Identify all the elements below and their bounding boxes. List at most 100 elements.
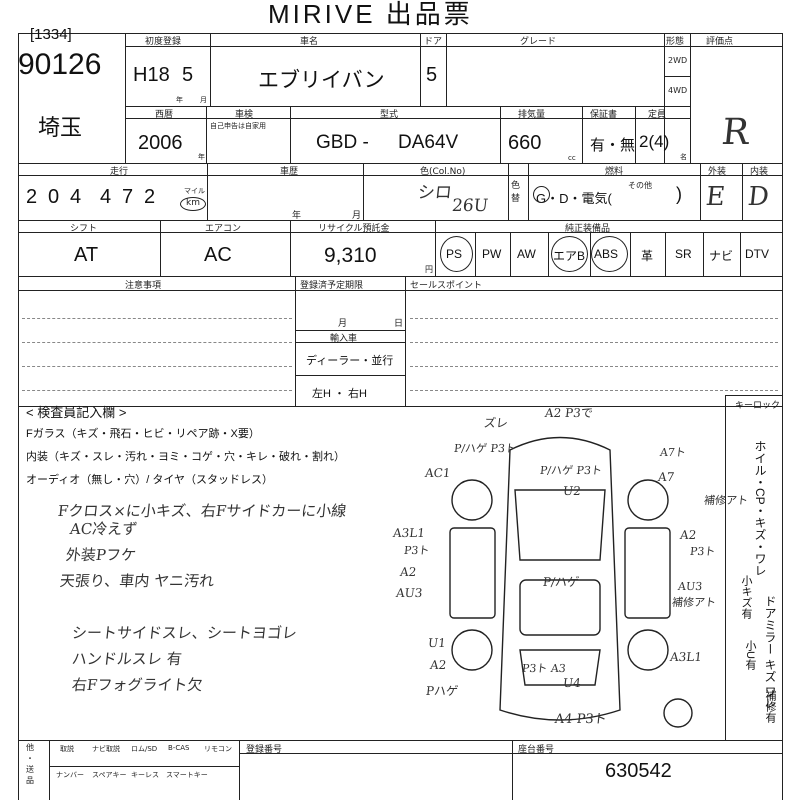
- ps-circle: [440, 236, 473, 272]
- first-reg-year-unit: 年: [176, 96, 183, 104]
- shape-2wd: 2WD: [668, 56, 688, 65]
- defect-line-audio: オーディオ（無し・穴）/ タイヤ（スタッドレス）: [26, 474, 274, 486]
- first-reg-month-unit: 月: [200, 96, 207, 104]
- inspector-note: 右Fフォグライト欠: [71, 676, 204, 694]
- diagram-note: A4 P3ト: [554, 712, 608, 727]
- capacity-value: 2(4): [639, 132, 670, 151]
- side-note-repair: 補修有: [764, 690, 776, 723]
- capacity-label: 定員: [648, 110, 667, 120]
- mileage-unit-km: km: [186, 198, 200, 208]
- grade-label: グレード: [520, 37, 557, 47]
- diagram-note: 補修アト: [671, 596, 717, 609]
- inspector-note: 天張り、車内 ヤニ汚れ: [59, 572, 216, 590]
- interior-label: 内装: [750, 167, 769, 177]
- diagram-note: AC1: [424, 466, 452, 480]
- exterior-label: 外装: [708, 167, 727, 177]
- warranty-label: 保証書: [590, 110, 618, 120]
- year-unit: 年: [198, 153, 205, 161]
- year-western: 2006: [138, 132, 183, 154]
- option-pw: PW: [482, 247, 502, 261]
- options-label: 純正装備品: [565, 224, 611, 234]
- aircon-label: エアコン: [205, 224, 242, 234]
- reg-deadline-month: 月: [338, 319, 348, 329]
- rating-value: R: [719, 112, 752, 153]
- mileage-digit: 7: [122, 186, 134, 208]
- color-side: 色替: [511, 181, 521, 204]
- option-airbag: エアB: [553, 249, 586, 263]
- reg-deadline-day: 日: [394, 319, 404, 329]
- diagram-note: 補修アト: [703, 494, 749, 507]
- import-dealer: ディーラー・並行: [306, 355, 394, 367]
- car-diagram: [449, 436, 693, 728]
- mileage-digit: 0: [48, 186, 60, 208]
- diagram-note: U1: [427, 636, 447, 650]
- reg-deadline-label: 登録済予定期限: [300, 281, 364, 291]
- interior-grade: D: [746, 182, 771, 212]
- recycle-unit: 円: [425, 265, 433, 274]
- diagram-note: A3L1: [669, 650, 703, 664]
- inspector-note: ハンドルスレ 有: [71, 650, 183, 668]
- lot-number: [1334]: [30, 26, 72, 43]
- rating-label: 評価点: [706, 37, 734, 47]
- doors-value: 5: [426, 64, 438, 86]
- side-note-mirror: ドアミラー キズ ワレ: [763, 595, 777, 710]
- mileage-label: 走行: [110, 167, 129, 177]
- bottom-item: B-CAS: [168, 744, 190, 752]
- option-navi: ナビ: [709, 249, 734, 263]
- inspector-note: 外装Pフケ: [65, 546, 137, 564]
- km-circle: [180, 197, 206, 211]
- fuel-label: 燃料: [605, 167, 624, 177]
- diagram-note: U2: [562, 484, 582, 498]
- abs-circle: [591, 236, 628, 272]
- diagram-note: A2: [399, 565, 418, 579]
- bottom-item: キーレス: [131, 771, 159, 779]
- option-abs: ABS: [594, 247, 619, 261]
- fuel-close-paren: ): [676, 184, 682, 204]
- diagram-note: P/ハゲ P3ト: [453, 442, 517, 455]
- mileage-digit: 4: [70, 186, 82, 208]
- inspector-note: AC冷えず: [69, 520, 139, 538]
- option-ps: PS: [446, 247, 463, 261]
- side-note-wheel: ホイル・CP・キズ・ワレ: [753, 440, 767, 577]
- diagram-note: P3ト A3: [521, 662, 567, 675]
- displacement-value: 660: [508, 132, 542, 154]
- import-handle: 左H ・ 右H: [312, 388, 367, 400]
- mileage-digit: 4: [100, 186, 112, 208]
- capacity-unit: 名: [680, 153, 687, 161]
- color-text: シロ: [416, 183, 453, 203]
- option-sr: SR: [675, 247, 692, 261]
- exterior-grade: E: [704, 182, 727, 212]
- warranty-value: 有・無: [590, 137, 636, 154]
- option-aw: AW: [517, 247, 536, 261]
- car-name-label: 車名: [300, 37, 319, 47]
- seat-number: 630542: [605, 760, 672, 782]
- fuel-g-circle: [533, 186, 550, 203]
- year-western-label: 西暦: [155, 110, 174, 120]
- diagram-note: P/ハゲ: [542, 575, 580, 589]
- first-reg-label: 初度登録: [145, 37, 182, 47]
- doors-label: ドア: [424, 37, 443, 47]
- notes-label: 注意事項: [125, 281, 162, 291]
- diagram-note: A3L1: [392, 526, 426, 540]
- bottom-item: スペアキー: [92, 771, 127, 779]
- mileage-digits: 2 0 4 4 7 2: [26, 186, 164, 209]
- history-label: 車歴: [280, 167, 299, 177]
- diagram-note: AU3: [677, 580, 703, 593]
- diagram-note: P/ハゲ P3ト: [539, 464, 603, 477]
- diagram-note: A7: [657, 470, 676, 484]
- key-lock-label: キーロック: [735, 401, 781, 411]
- first-reg-month: 5: [182, 64, 194, 86]
- diagram-note: A7ト: [659, 446, 687, 459]
- diagram-note: P3ト: [689, 545, 717, 558]
- airbag-circle: [551, 236, 588, 272]
- diagram-note: AU3: [395, 586, 424, 600]
- region: 埼玉: [38, 115, 83, 140]
- color-label: 色(Col.No): [420, 167, 466, 177]
- option-leather: 革: [641, 249, 654, 263]
- diagram-note: A2 P3で: [544, 406, 594, 420]
- shift-value: AT: [74, 244, 99, 266]
- option-dtv: DTV: [745, 247, 769, 261]
- model-prefix: GBD -: [316, 132, 369, 153]
- diagram-note: P3ト: [403, 544, 431, 557]
- color-code: 26U: [450, 196, 490, 216]
